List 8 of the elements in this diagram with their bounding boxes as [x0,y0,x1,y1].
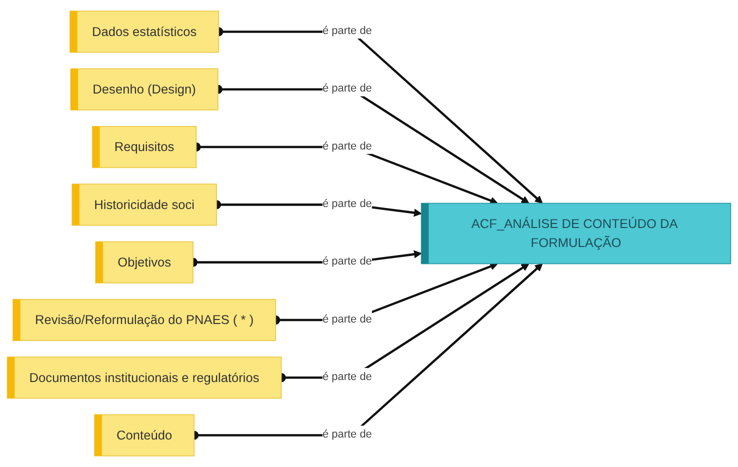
edge-label: é parte de [322,139,372,152]
edge-label: é parte de [322,196,372,210]
edge-label: é parte de [322,428,372,440]
edge-label: é parte de [322,370,372,383]
edge-label: é parte de [322,24,372,37]
edge-label: é parte de [322,82,372,94]
edge-label: é parte de [322,254,372,268]
edge-label: é parte de [322,312,372,326]
